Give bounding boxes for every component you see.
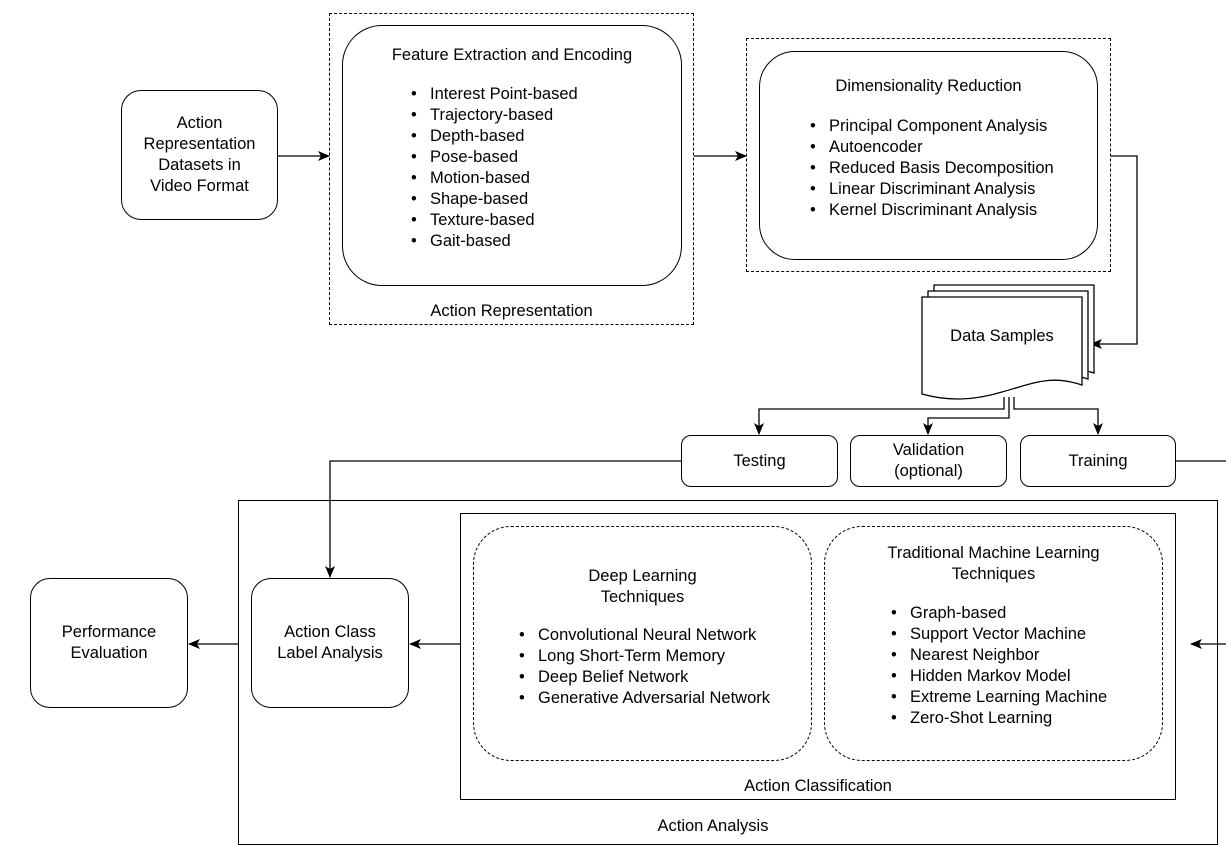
traditional-ml-list: Graph-based Support Vector Machine Neare… bbox=[889, 603, 1107, 729]
arrow-samples-to-testing bbox=[754, 397, 1005, 435]
input-line: Datasets in bbox=[158, 156, 241, 174]
arrow-reduction-to-samples bbox=[1090, 155, 1138, 349]
deep-learning-title-line: Deep Learning bbox=[588, 567, 697, 585]
list-item: Kernel Discriminant Analysis bbox=[808, 200, 1054, 221]
list-item: Generative Adversarial Network bbox=[517, 688, 770, 709]
dimensionality-reduction-list: Principal Component Analysis Autoencoder… bbox=[808, 116, 1054, 221]
list-item: Trajectory-based bbox=[409, 105, 578, 126]
action-representation-group bbox=[329, 13, 694, 325]
feature-extraction-title: Feature Extraction and Encoding bbox=[391, 46, 633, 64]
list-item: Motion-based bbox=[409, 168, 578, 189]
testing-box: Testing bbox=[681, 435, 838, 487]
list-item: Interest Point-based bbox=[409, 84, 578, 105]
data-samples-label: Data Samples bbox=[950, 327, 1054, 345]
action-class-label-box: Action Class Label Analysis bbox=[251, 578, 409, 708]
list-item: Linear Discriminant Analysis bbox=[808, 179, 1054, 200]
list-item: Extreme Learning Machine bbox=[889, 687, 1107, 708]
deep-learning-list: Convolutional Neural Network Long Short-… bbox=[517, 625, 770, 709]
input-line: Action bbox=[176, 114, 223, 132]
arrow-samples-to-validation bbox=[923, 397, 1010, 435]
training-label: Training bbox=[1068, 451, 1128, 470]
traditional-ml-title-line: Techniques bbox=[951, 565, 1036, 583]
testing-label: Testing bbox=[733, 451, 786, 470]
list-item: Convolutional Neural Network bbox=[517, 625, 770, 646]
performance-line: Performance bbox=[61, 623, 157, 641]
list-item: Shape-based bbox=[409, 189, 578, 210]
list-item: Texture-based bbox=[409, 210, 578, 231]
input-datasets-box: Action Representation Datasets in Video … bbox=[121, 90, 278, 220]
list-item: Reduced Basis Decomposition bbox=[808, 158, 1054, 179]
deep-learning-box bbox=[473, 526, 812, 761]
validation-box: Validation (optional) bbox=[850, 435, 1007, 487]
deep-learning-title-line: Techniques bbox=[600, 588, 685, 606]
action-class-line: Label Analysis bbox=[277, 644, 383, 662]
list-item: Autoencoder bbox=[808, 137, 1054, 158]
list-item: Pose-based bbox=[409, 147, 578, 168]
action-representation-label: Action Representation bbox=[430, 302, 593, 320]
validation-optional-label: (optional) bbox=[894, 462, 963, 480]
traditional-ml-title-line: Traditional Machine Learning bbox=[887, 544, 1100, 562]
list-item: Hidden Markov Model bbox=[889, 666, 1107, 687]
list-item: Deep Belief Network bbox=[517, 667, 770, 688]
traditional-ml-box bbox=[824, 526, 1163, 761]
data-samples-shape bbox=[921, 284, 1095, 400]
list-item: Depth-based bbox=[409, 126, 578, 147]
validation-label: Validation bbox=[892, 441, 965, 459]
arrow-samples-to-training bbox=[1013, 397, 1103, 435]
deep-learning-title: Deep Learning Techniques bbox=[473, 566, 812, 608]
action-class-line: Action Class bbox=[284, 623, 376, 641]
action-classification-container bbox=[460, 513, 1176, 800]
list-item: Long Short-Term Memory bbox=[517, 646, 770, 667]
training-box: Training bbox=[1020, 435, 1176, 487]
dimensionality-reduction-group bbox=[746, 38, 1111, 272]
list-item: Support Vector Machine bbox=[889, 624, 1107, 645]
list-item: Gait-based bbox=[409, 231, 578, 252]
list-item: Zero-Shot Learning bbox=[889, 708, 1107, 729]
input-line: Video Format bbox=[150, 177, 249, 195]
list-item: Principal Component Analysis bbox=[808, 116, 1054, 137]
performance-line: Evaluation bbox=[70, 644, 148, 662]
performance-evaluation-box: Performance Evaluation bbox=[30, 578, 188, 708]
input-line: Representation bbox=[143, 135, 256, 153]
feature-extraction-list: Interest Point-based Trajectory-based De… bbox=[409, 84, 578, 252]
traditional-ml-title: Traditional Machine Learning Techniques bbox=[824, 543, 1163, 585]
list-item: Nearest Neighbor bbox=[889, 645, 1107, 666]
arrow-testing-to-label-analysis bbox=[325, 460, 681, 578]
action-classification-label: Action Classification bbox=[744, 777, 892, 795]
dimensionality-reduction-title: Dimensionality Reduction bbox=[835, 77, 1022, 95]
action-analysis-label: Action Analysis bbox=[657, 817, 769, 835]
list-item: Graph-based bbox=[889, 603, 1107, 624]
